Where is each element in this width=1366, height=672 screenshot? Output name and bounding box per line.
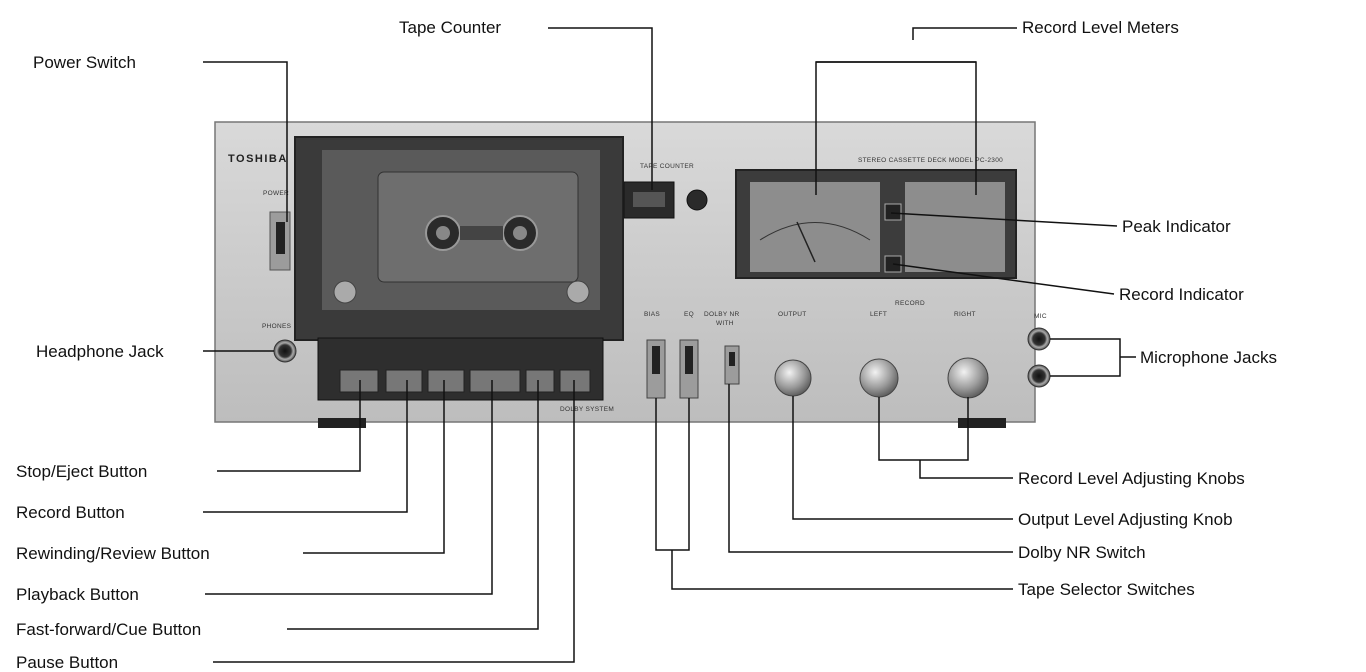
dolby-system-mark: DOLBY SYSTEM <box>560 406 614 413</box>
pause-button[interactable] <box>559 369 591 393</box>
stop-eject-button[interactable] <box>339 369 379 393</box>
dolby-label: DOLBY NR <box>704 311 740 318</box>
dolby-nr-switch[interactable] <box>724 345 740 385</box>
power-switch[interactable] <box>269 211 291 271</box>
label-tape-counter: Tape Counter <box>399 18 501 37</box>
record-level-knob-left[interactable] <box>859 358 899 398</box>
record-button[interactable] <box>385 369 423 393</box>
left-label: LEFT <box>870 311 887 318</box>
leader-lines <box>203 27 1136 663</box>
power-label: POWER <box>263 190 289 197</box>
right-label: RIGHT <box>954 311 976 318</box>
headphone-jack[interactable] <box>273 339 297 363</box>
label-tape-selector-switches: Tape Selector Switches <box>1018 580 1195 599</box>
bias-label: BIAS <box>644 311 660 318</box>
mic-label: MIC <box>1034 313 1047 320</box>
record-level-knob-right[interactable] <box>947 357 989 399</box>
label-rewinding-review-button: Rewinding/Review Button <box>16 544 210 563</box>
output-level-knob[interactable] <box>774 359 812 397</box>
microphone-jack-right[interactable] <box>1027 364 1051 388</box>
model-label: STEREO CASSETTE DECK MODEL PC-2300 <box>858 157 1003 164</box>
eq-label: EQ <box>684 311 694 318</box>
fast-forward-cue-button[interactable] <box>525 369 555 393</box>
dolby-sub-label: WITH <box>716 320 734 327</box>
label-record-level-adjusting-knobs: Record Level Adjusting Knobs <box>1018 469 1245 488</box>
label-pause-button: Pause Button <box>16 653 118 672</box>
playback-button[interactable] <box>469 369 521 393</box>
record-level-meters <box>735 169 1017 279</box>
label-headphone-jack: Headphone Jack <box>36 342 164 361</box>
label-record-level-meters: Record Level Meters <box>1022 18 1179 37</box>
label-playback-button: Playback Button <box>16 585 139 604</box>
label-microphone-jacks: Microphone Jacks <box>1140 348 1277 367</box>
counter-reset-button[interactable] <box>686 189 708 211</box>
output-label: OUTPUT <box>778 311 807 318</box>
bias-switch[interactable] <box>646 339 666 399</box>
phones-label: PHONES <box>262 323 292 330</box>
peak-indicator <box>884 203 902 221</box>
label-peak-indicator: Peak Indicator <box>1122 217 1231 236</box>
label-record-button: Record Button <box>16 503 125 522</box>
brand-logo: TOSHIBA <box>228 153 288 165</box>
tape-counter-label: TAPE COUNTER <box>640 163 694 170</box>
microphone-jack-left[interactable] <box>1027 327 1051 351</box>
eq-switch[interactable] <box>679 339 699 399</box>
tape-counter <box>623 181 675 219</box>
label-dolby-nr-switch: Dolby NR Switch <box>1018 543 1146 562</box>
record-level-panel-label: RECORD <box>895 300 925 307</box>
label-power-switch: Power Switch <box>33 53 136 72</box>
label-record-indicator: Record Indicator <box>1119 285 1244 304</box>
label-stop-eject-button: Stop/Eject Button <box>16 462 147 481</box>
cassette-compartment[interactable] <box>294 136 624 341</box>
label-fast-forward-cue-button: Fast-forward/Cue Button <box>16 620 201 639</box>
label-output-level-adjusting-knob: Output Level Adjusting Knob <box>1018 510 1233 529</box>
rewind-review-button[interactable] <box>427 369 465 393</box>
